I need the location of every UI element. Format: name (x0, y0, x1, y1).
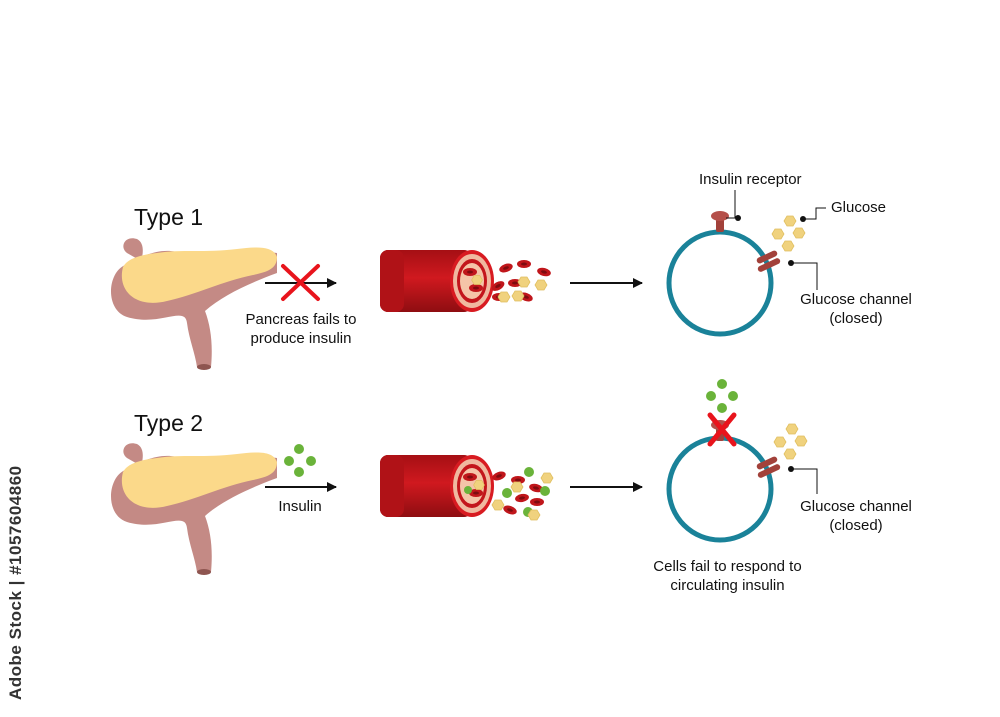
red-cross-icon (281, 264, 320, 301)
insulin-receptor-icon (711, 211, 729, 232)
type2-title: Type 2 (134, 410, 204, 436)
type1-title: Type 1 (134, 204, 204, 230)
channel-label-line1: Glucose channel (800, 291, 912, 308)
cell-caption-line2: circulating insulin (670, 577, 785, 594)
stock-watermark-text: Adobe Stock | #1057604860 (6, 465, 25, 700)
channel-label-line1: Glucose channel (800, 498, 912, 515)
type1-channel-label: Glucose channel (closed) (776, 290, 936, 328)
insulin-cluster (284, 444, 316, 477)
glucose-channel-icon (756, 456, 781, 478)
type1-pancreas (111, 238, 277, 370)
type2-channel-label: Glucose channel (closed) (776, 497, 936, 535)
type2-blood-vessel (380, 455, 494, 517)
type1-caption-line2: produce insulin (250, 330, 352, 347)
type1-blood-contents (489, 260, 552, 304)
type1-blood-vessel (380, 250, 494, 312)
glucose-cluster (773, 423, 808, 460)
type1-arrow-caption: Pancreas fails to produce insulin (226, 310, 376, 348)
glucose-label: Glucose (831, 199, 887, 216)
type1-caption-line1: Pancreas fails to (245, 311, 357, 328)
insulin-receptor-label: Insulin receptor (699, 171, 802, 188)
glucose-channel-icon (756, 250, 781, 272)
type2-blood-contents (491, 467, 554, 521)
type2-cell-caption: Cells fail to respond to circulating ins… (620, 557, 835, 595)
channel-label-line2: (closed) (829, 517, 883, 534)
type2-arrow-caption: Insulin (278, 498, 322, 515)
insulin-above-cell (706, 379, 738, 413)
channel-label-line2: (closed) (829, 310, 883, 327)
type1-cell (666, 190, 826, 337)
cell-caption-line1: Cells fail to respond to (653, 558, 802, 575)
glucose-cluster (771, 215, 806, 252)
type2-cell (666, 379, 818, 543)
red-cross-icon (707, 412, 737, 447)
